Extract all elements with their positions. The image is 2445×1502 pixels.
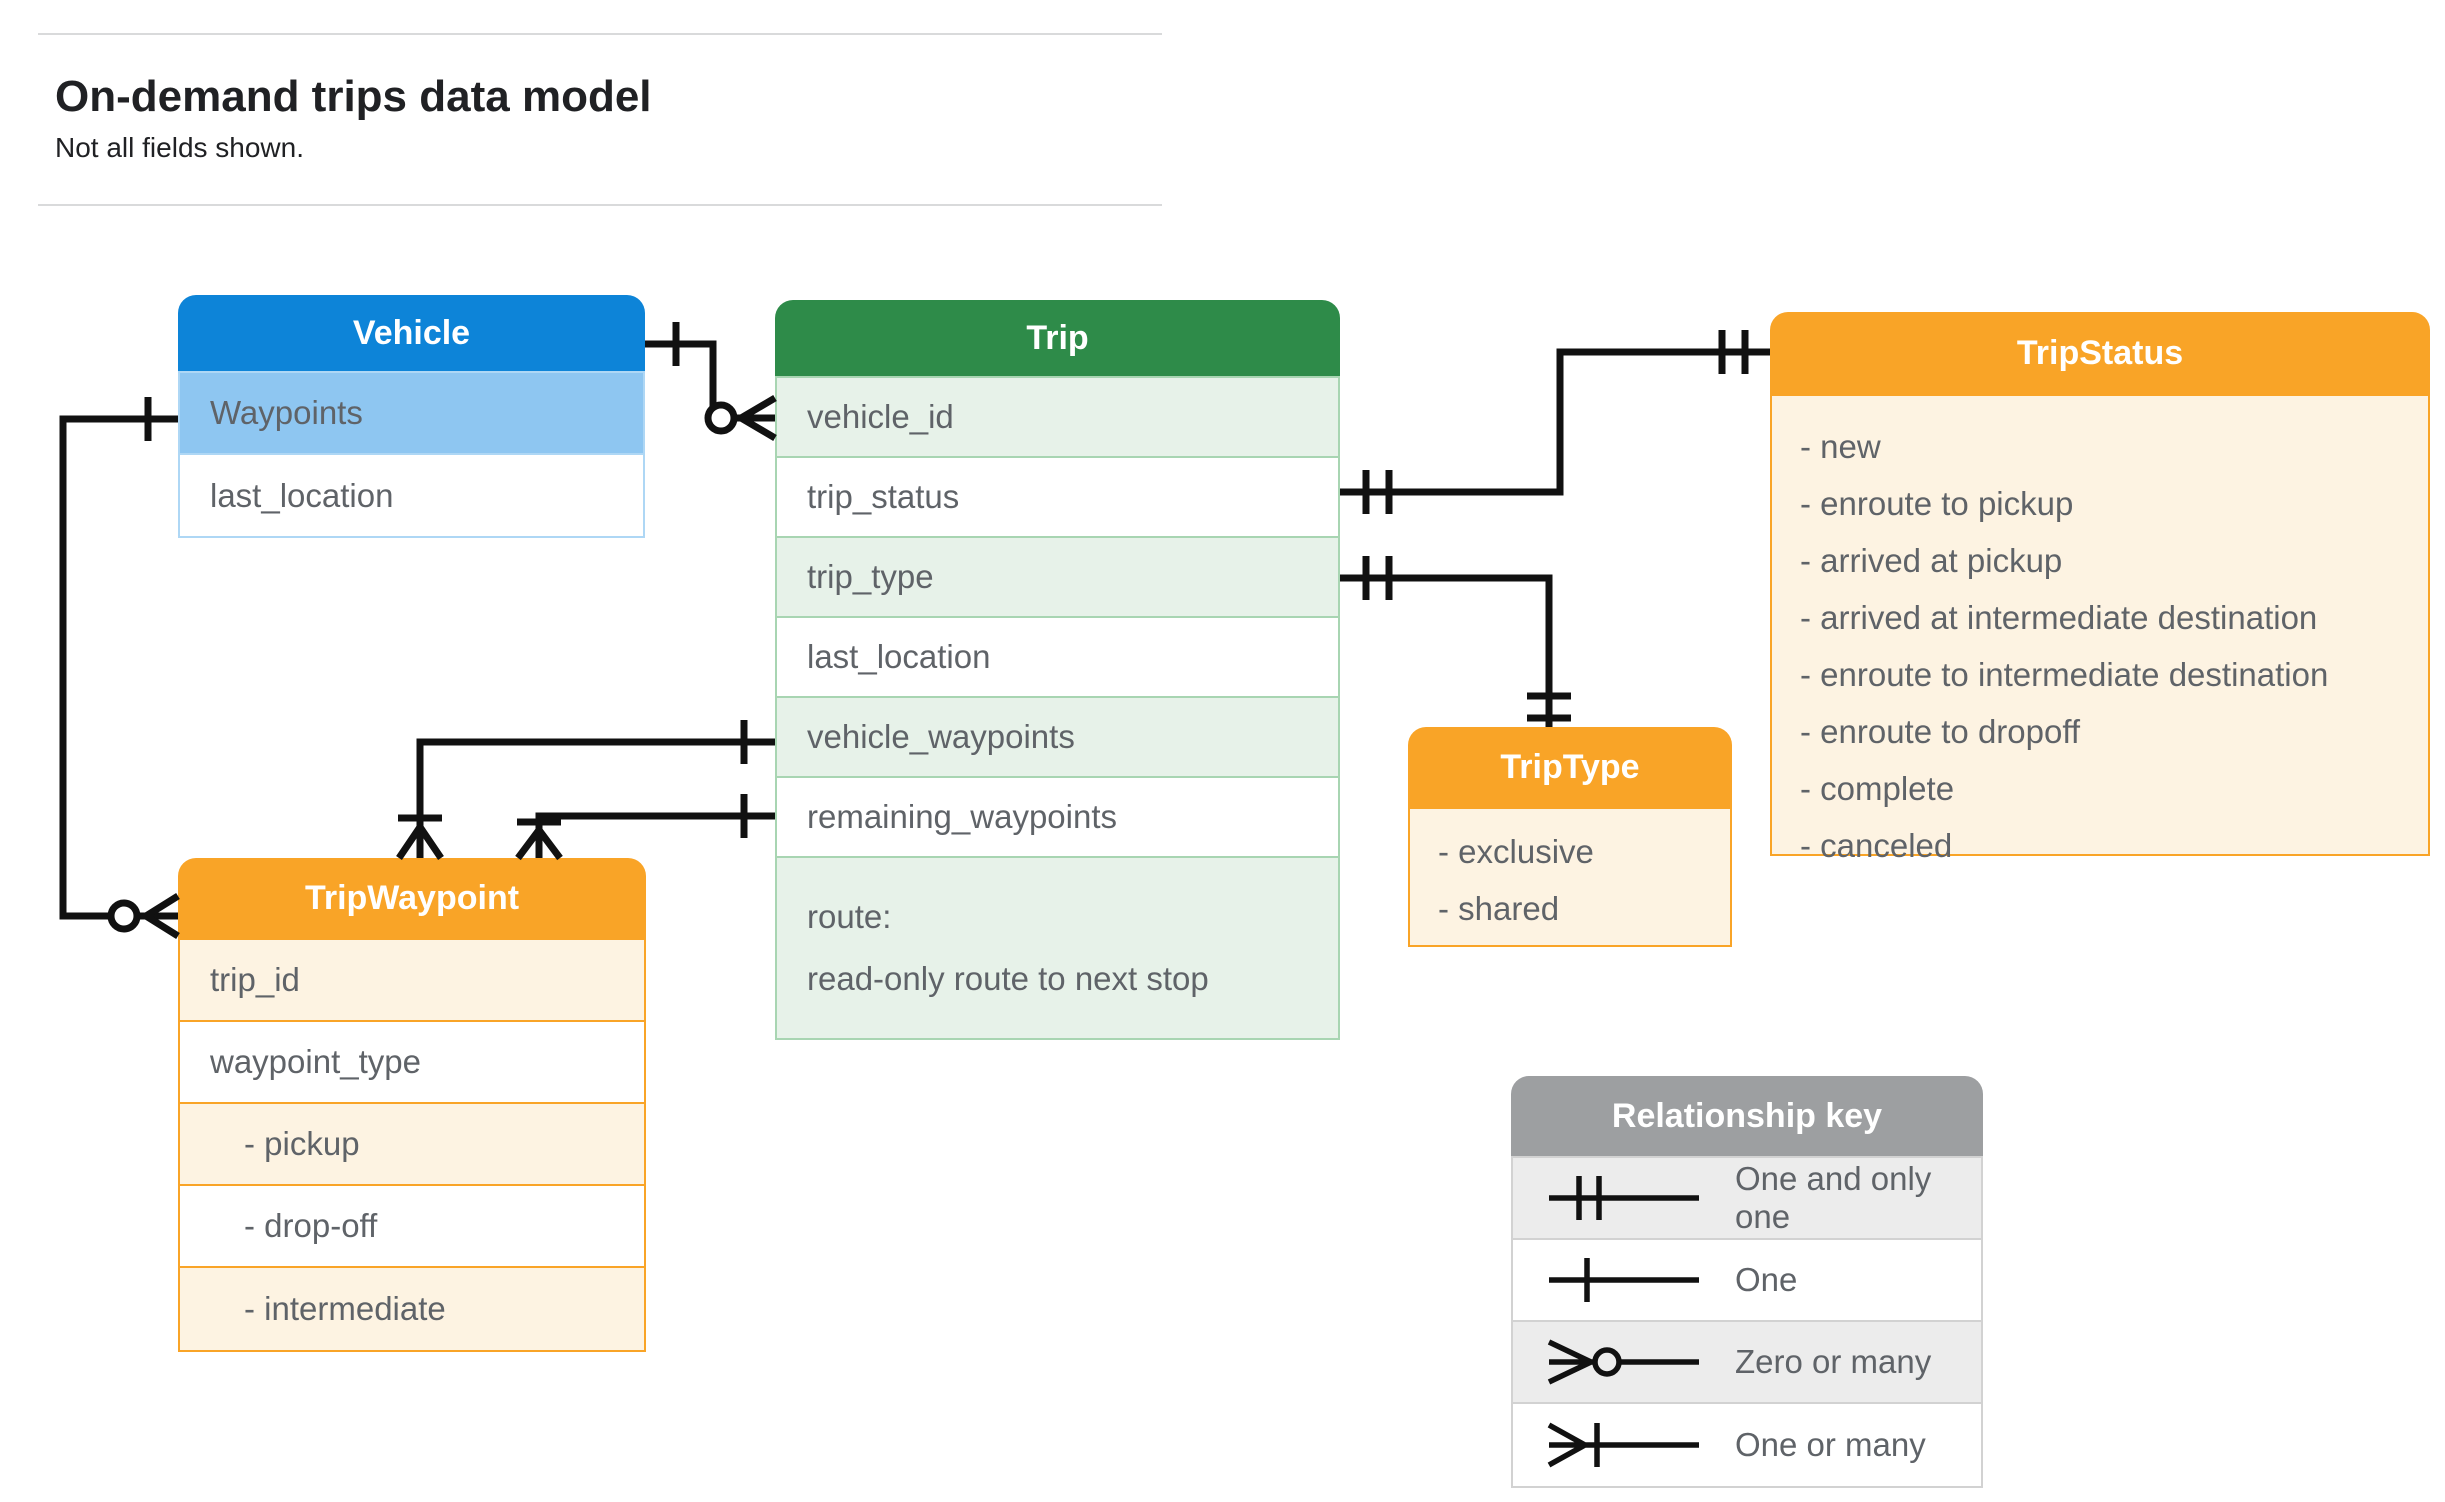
one-and-only-one-icon: [1549, 1176, 1699, 1220]
table-row: vehicle_id: [777, 378, 1338, 458]
entity-trip-body: vehicle_id trip_status trip_type last_lo…: [775, 376, 1340, 1040]
table-row: - drop-off: [180, 1186, 644, 1268]
legend-label: One: [1735, 1261, 1798, 1298]
entity-triptype-header: TripType: [1408, 727, 1732, 807]
legend-row: One or many: [1513, 1404, 1981, 1486]
entity-triptype-title: TripType: [1500, 747, 1640, 786]
entity-vehicle-title: Vehicle: [352, 313, 471, 352]
entity-triptype: TripType - exclusive - shared: [1408, 727, 1732, 947]
table-row-route: route: read-only route to next stop: [777, 858, 1338, 1038]
entity-tripstatus-header: TripStatus: [1770, 312, 2430, 394]
enum-item: - shared: [1438, 890, 1560, 927]
enum-item: - enroute to pickup: [1800, 485, 2074, 522]
table-row: vehicle_waypoints: [777, 698, 1338, 778]
entity-tripstatus: TripStatus - new - enroute to pickup - a…: [1770, 312, 2430, 864]
page-title: On-demand trips data model: [55, 72, 652, 121]
enum-item: - arrived at pickup: [1800, 542, 2063, 579]
one-or-many-icon: [1547, 1422, 1699, 1468]
entity-vehicle-body: Waypoints last_location: [178, 371, 645, 538]
table-row: trip_type: [777, 538, 1338, 618]
table-row: last_location: [180, 453, 643, 536]
entity-trip-title: Trip: [1026, 318, 1089, 357]
divider-top: [38, 33, 1162, 35]
table-row: - pickup: [180, 1104, 644, 1186]
relationship-key-title: Relationship key: [1611, 1096, 1883, 1135]
route-line2: read-only route to next stop: [807, 960, 1209, 997]
entity-trip-header: Trip: [775, 300, 1340, 376]
divider-bottom: [38, 204, 1162, 206]
enum-item: - new: [1800, 428, 1881, 465]
legend-label: One or many: [1735, 1426, 1926, 1463]
table-row: waypoint_type: [180, 1022, 644, 1104]
page-subtitle: Not all fields shown.: [55, 132, 305, 163]
entity-vehicle-header: Vehicle: [178, 295, 645, 371]
table-row: remaining_waypoints: [777, 778, 1338, 858]
entity-tripwaypoint-title: TripWaypoint: [304, 878, 520, 917]
relationship-key: Relationship key One and only one One: [1511, 1076, 1983, 1488]
entity-trip: Trip vehicle_id trip_status trip_type la…: [775, 300, 1340, 1040]
table-row: last_location: [777, 618, 1338, 698]
connector-trip-type-to-triptype: [1340, 556, 1571, 727]
entity-tripwaypoint-body: trip_id waypoint_type - pickup - drop-of…: [178, 938, 646, 1352]
one-icon: [1549, 1258, 1699, 1302]
enum-item: - exclusive: [1438, 833, 1594, 870]
table-row: Waypoints: [180, 373, 643, 453]
connector-vehicle-waypoints-field-to-tripwaypoint: [396, 720, 775, 860]
enum-item: - canceled: [1800, 827, 1953, 864]
connector-trip-status-to-tripstatus: [1340, 330, 1770, 514]
relationship-key-body: One and only one One Zero or many On: [1511, 1156, 1983, 1488]
zero-or-many-icon: [1547, 1339, 1699, 1385]
table-row: - intermediate: [180, 1268, 644, 1350]
enum-item: - enroute to intermediate destination: [1800, 656, 2329, 693]
relationship-key-header: Relationship key: [1511, 1076, 1983, 1156]
entity-tripstatus-title: TripStatus: [2016, 333, 2184, 372]
legend-row: One: [1513, 1240, 1981, 1322]
legend-row: Zero or many: [1513, 1322, 1981, 1404]
entity-tripstatus-body: - new - enroute to pickup - arrived at p…: [1770, 394, 2430, 864]
entity-vehicle: Vehicle Waypoints last_location: [178, 295, 645, 538]
enum-item: - enroute to dropoff: [1800, 713, 2081, 750]
route-line1: route:: [807, 898, 892, 935]
legend-row: One and only one: [1513, 1158, 1981, 1240]
table-row: trip_status: [777, 458, 1338, 538]
table-row: trip_id: [180, 940, 644, 1022]
enum-item: - complete: [1800, 770, 1955, 807]
connector-vehicle-to-trip: [645, 322, 777, 442]
entity-tripwaypoint: TripWaypoint trip_id waypoint_type - pic…: [178, 858, 646, 1352]
entity-triptype-body: - exclusive - shared: [1408, 807, 1732, 947]
legend-label: Zero or many: [1735, 1343, 1932, 1380]
connector-remaining-waypoints-to-tripwaypoint: [515, 794, 775, 861]
enum-item: - arrived at intermediate destination: [1800, 599, 2318, 636]
legend-label: One and only one: [1735, 1160, 1932, 1235]
connector-vehicle-waypoints-to-tripwaypoint: [59, 397, 180, 939]
entity-tripwaypoint-header: TripWaypoint: [178, 858, 646, 938]
